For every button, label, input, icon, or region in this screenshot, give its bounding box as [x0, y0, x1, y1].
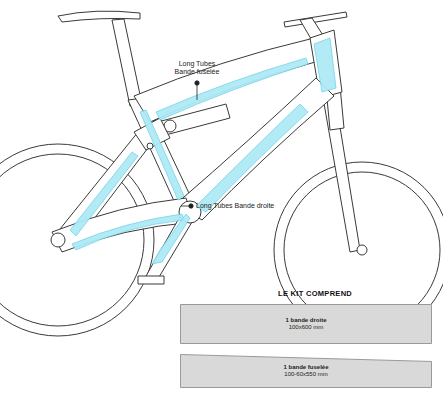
crank-protection — [152, 214, 190, 264]
leader-dot — [189, 204, 193, 208]
saddle — [58, 11, 140, 22]
pivot — [147, 143, 153, 149]
leader-line — [197, 85, 198, 100]
kit-heading: LE KIT COMPREND — [278, 289, 352, 298]
seatpost — [112, 19, 142, 106]
strip-shape: 1 bande fuselée100-60x550 mm — [180, 354, 432, 388]
strip-dimension: 100-60x550 mm — [284, 371, 327, 378]
strip-shape: 1 bande droite100x600 mm — [180, 304, 432, 344]
head-tube-protection — [314, 38, 336, 92]
down-tube-protection — [196, 104, 308, 212]
seat-tube-protection — [140, 110, 184, 200]
pedal — [138, 276, 164, 284]
callout-label: Long Tubes Bande droite — [196, 202, 274, 210]
top-tube-protection — [156, 58, 308, 120]
rear-axle — [51, 233, 65, 247]
callout-label: Long Tubes Bande fuselée — [171, 60, 223, 77]
strip-dimension: 100x600 mm — [289, 324, 324, 331]
strip-fill — [181, 305, 432, 344]
front-axle — [357, 245, 367, 255]
strip-name: 1 bande droite — [285, 317, 326, 324]
strip-name: 1 bande fuselée — [283, 364, 328, 371]
seat-stay-protection — [70, 152, 138, 236]
strip-fill — [181, 355, 432, 388]
leader-dot — [195, 81, 199, 85]
